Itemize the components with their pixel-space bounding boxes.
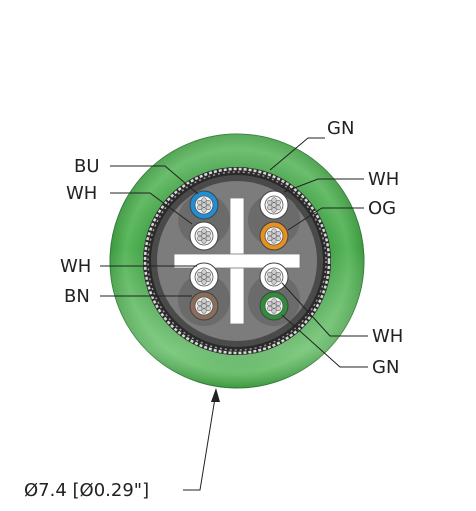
braid-shield-texture-2 bbox=[147, 171, 327, 351]
conductor-og bbox=[259, 221, 289, 251]
conductor-bu bbox=[189, 190, 219, 220]
leader-bu bbox=[110, 165, 199, 195]
label-wh-4: WH bbox=[372, 326, 403, 347]
label-bu: BU bbox=[74, 156, 100, 177]
braid-shield-texture bbox=[143, 167, 331, 355]
leader-og bbox=[287, 207, 364, 231]
conductors bbox=[189, 190, 289, 321]
conductor-bn bbox=[189, 291, 219, 321]
label-bn: BN bbox=[64, 286, 90, 307]
label-wh-3: WH bbox=[60, 256, 91, 277]
leader-wh-2 bbox=[283, 178, 364, 193]
conductor-wh-pair4 bbox=[259, 262, 289, 292]
leader-dimension bbox=[183, 391, 217, 491]
label-wh-2: WH bbox=[368, 169, 399, 190]
dimension-arrowhead bbox=[211, 388, 220, 402]
leader-lines bbox=[100, 137, 368, 491]
leader-gn bbox=[281, 314, 368, 368]
conductor-wh-pair1 bbox=[189, 221, 219, 251]
conductor-gn bbox=[259, 291, 289, 321]
dimension-label: Ø7.4 [Ø0.29"] bbox=[24, 480, 149, 501]
conductor-wh-pair3 bbox=[189, 262, 219, 292]
label-jacket: GN bbox=[327, 118, 354, 139]
conductor-wh-pair2 bbox=[259, 190, 289, 220]
label-gn: GN bbox=[372, 357, 399, 378]
leader-wh-1 bbox=[110, 192, 193, 225]
label-wh-1: WH bbox=[66, 183, 97, 204]
label-og: OG bbox=[368, 198, 396, 219]
leader-wh-4 bbox=[281, 282, 368, 337]
leader-jacket bbox=[269, 137, 325, 171]
